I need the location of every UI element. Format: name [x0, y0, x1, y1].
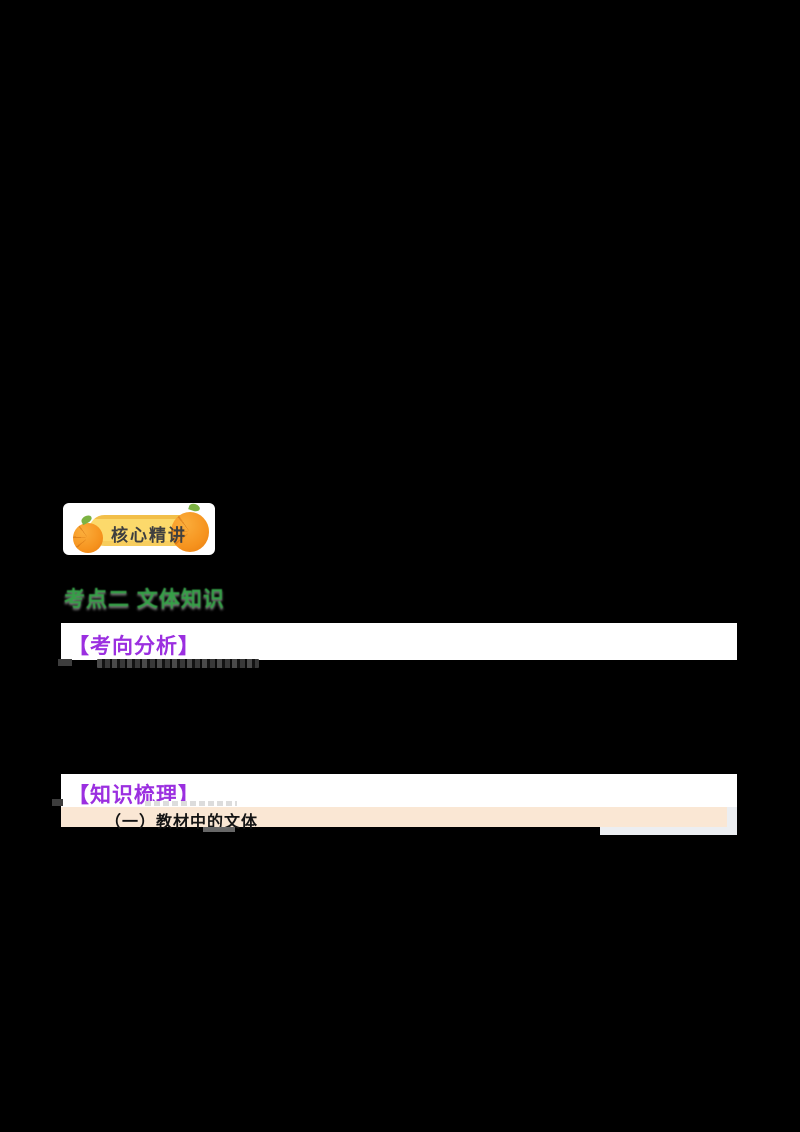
- faint-text-remnant: [145, 801, 237, 806]
- subsection-title: （一）教材中的文体: [105, 814, 259, 831]
- band-edge-shadow: [727, 807, 737, 835]
- section-heading: 考点二 文体知识: [64, 588, 225, 611]
- badge-label: 核心精讲: [111, 526, 187, 545]
- orange-fruit-icon: [73, 523, 103, 553]
- orange-fruit-icon: [171, 512, 209, 552]
- illegible-text-remnant: [97, 659, 259, 668]
- subsection-band: （一）教材中的文体: [61, 807, 727, 831]
- band-edge-shadow: [600, 827, 737, 835]
- exam-direction-band: 【考向分析】: [61, 623, 737, 660]
- knowledge-outline-band: 【知识梳理】: [61, 774, 737, 807]
- core-explanation-badge: 核心精讲: [63, 502, 215, 555]
- faint-text-remnant: [203, 827, 235, 832]
- scan-notch: [58, 659, 72, 666]
- exam-direction-heading: 【考向分析】: [68, 635, 200, 658]
- scan-notch: [52, 799, 63, 806]
